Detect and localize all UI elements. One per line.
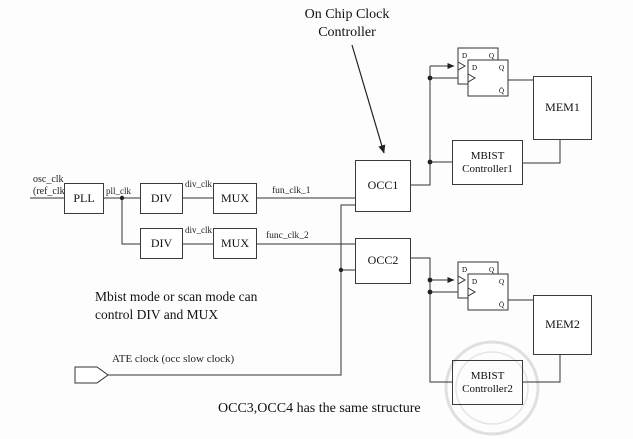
ff-d-label: D bbox=[462, 266, 467, 274]
occ2-box: OCC2 bbox=[355, 238, 411, 284]
div1-label: DIV bbox=[150, 190, 173, 205]
mbist1-label-line2: Controller1 bbox=[462, 162, 513, 175]
func-clk-2-signal-label: func_clk_2 bbox=[266, 231, 309, 241]
bottom-note: OCC3,OCC4 has the same structure bbox=[218, 400, 421, 418]
div-clk2-signal-label: div_clk bbox=[185, 225, 212, 235]
ff-q-label: Q bbox=[489, 52, 494, 60]
ff-q-label: Q bbox=[489, 266, 494, 274]
ate-clock-label: ATE clock (occ slow clock) bbox=[112, 353, 235, 365]
mux1-label: MUX bbox=[220, 190, 249, 205]
watermark-stamp bbox=[444, 340, 540, 436]
ate-to-occ1-wire bbox=[108, 204, 355, 376]
junction-dots bbox=[119, 75, 433, 295]
ff-d-label: D bbox=[472, 64, 477, 72]
osc-clk-input-label: osc_clk (ref_clk) bbox=[33, 174, 68, 197]
mux2-label: MUX bbox=[220, 235, 249, 250]
ff-q-label: Q bbox=[499, 278, 504, 286]
div-clk1-signal-label: div_clk bbox=[185, 179, 212, 189]
clock-triangle-icon bbox=[457, 61, 467, 71]
ate-clock-arrow-icon bbox=[74, 366, 109, 384]
flipflop-group-top: D Q D Q Q̄ bbox=[457, 47, 509, 97]
bottom-note-text: OCC3,OCC4 has the same structure bbox=[218, 401, 421, 416]
occ1-label: OCC1 bbox=[367, 178, 399, 193]
occ2-output-bus bbox=[411, 257, 452, 383]
clock-triangle-icon bbox=[467, 73, 477, 83]
mem1-label: MEM1 bbox=[545, 100, 580, 115]
mbist-controller1-box: MBIST Controller1 bbox=[452, 140, 523, 185]
div1-box: DIV bbox=[140, 183, 183, 214]
div2-box: DIV bbox=[140, 228, 183, 259]
pll-clk-signal-label: pll_clk bbox=[106, 186, 131, 196]
title-callout-arrow bbox=[351, 44, 386, 154]
mbist-mode-note-line1: Mbist mode or scan mode can bbox=[95, 289, 258, 304]
occ2-label: OCC2 bbox=[367, 253, 399, 268]
ff-q-label: Q bbox=[499, 64, 504, 72]
fun-clk-1-signal-label: fun_clk_1 bbox=[272, 186, 311, 196]
mux1-box: MUX bbox=[213, 183, 257, 214]
ref-clk-label: (ref_clk) bbox=[33, 185, 68, 197]
mbist2-label-line2: Controller2 bbox=[462, 382, 513, 395]
pll-to-div2-branch-wire bbox=[121, 198, 140, 245]
ff-qn-label: Q̄ bbox=[499, 87, 504, 95]
pll-box: PLL bbox=[64, 183, 104, 214]
osc-clk-label: osc_clk bbox=[33, 174, 64, 185]
diagram-title: On Chip Clock Controller bbox=[272, 6, 422, 41]
occ1-output-bus bbox=[411, 66, 431, 186]
pll-label: PLL bbox=[73, 190, 95, 205]
mbist1-to-mem1-wire bbox=[523, 140, 561, 164]
div2-label: DIV bbox=[150, 235, 173, 250]
flipflop-group-bottom: D Q D Q Q̄ bbox=[457, 261, 509, 311]
diagram-title-line1: On Chip Clock bbox=[304, 7, 390, 22]
ate-clock-wires bbox=[108, 204, 355, 376]
diagram-title-line2: Controller bbox=[318, 24, 376, 40]
mem2-box: MEM2 bbox=[533, 295, 592, 355]
mem1-box: MEM1 bbox=[533, 76, 592, 140]
ff-d-label: D bbox=[462, 52, 467, 60]
occ1-box: OCC1 bbox=[355, 160, 411, 212]
mem2-label: MEM2 bbox=[545, 317, 580, 332]
mbist-controller2-box: MBIST Controller2 bbox=[452, 360, 523, 405]
ff-d-label: D bbox=[472, 278, 477, 286]
mbist2-label-line1: MBIST bbox=[470, 369, 505, 382]
ff-qn-label: Q̄ bbox=[499, 301, 504, 309]
clock-triangle-icon bbox=[467, 287, 477, 297]
clock-triangle-icon bbox=[457, 275, 467, 285]
clock-path-wires bbox=[30, 197, 355, 245]
occ1-fanout-wires bbox=[411, 63, 561, 186]
mbist-mode-note-line2: control DIV and MUX bbox=[95, 306, 219, 322]
mbist2-to-mem2-wire bbox=[523, 355, 561, 383]
mbist1-label-line1: MBIST bbox=[470, 149, 505, 162]
mbist-mode-note: Mbist mode or scan mode can control DIV … bbox=[95, 288, 257, 323]
mux2-box: MUX bbox=[213, 228, 257, 259]
